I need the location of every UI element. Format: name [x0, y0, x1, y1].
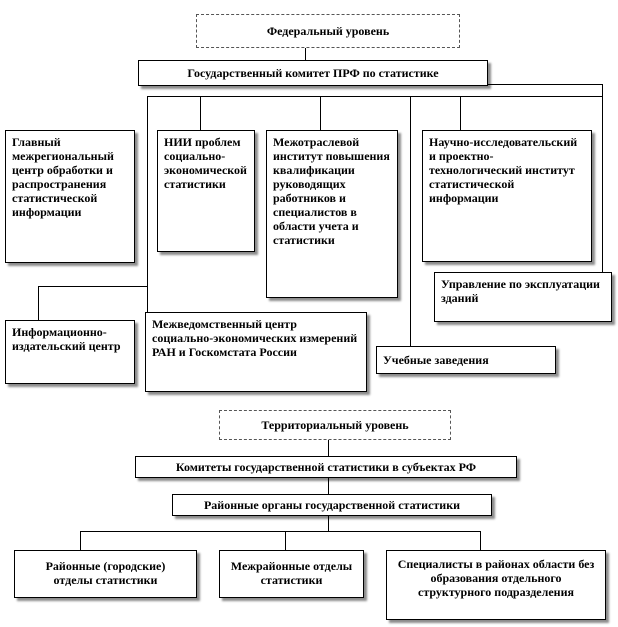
- connector: [328, 477, 329, 494]
- connector: [602, 84, 603, 274]
- connector: [488, 84, 603, 85]
- connector: [80, 531, 81, 550]
- regional-committees-box: Комитеты государственной статистики в су…: [135, 456, 517, 478]
- connector: [328, 516, 329, 531]
- federal-level-title: Федеральный уровень: [196, 14, 460, 48]
- connector: [320, 96, 321, 131]
- connector: [38, 286, 148, 287]
- nii-box: НИИ проблем социально-экономической стат…: [157, 130, 255, 252]
- connector: [460, 96, 461, 131]
- district-bodies-box: Районные органы государственной статисти…: [172, 494, 492, 516]
- connector: [80, 531, 480, 532]
- publishing-center-box: Информационно-издательский центр: [5, 320, 135, 384]
- connector: [480, 531, 481, 550]
- connector: [147, 96, 603, 97]
- main-center-box: Главный межрегиональный центр обработки …: [5, 130, 135, 263]
- territorial-level-title: Территориальный уровень: [219, 410, 451, 440]
- research-institute-box: Научно-исследовательский и проектно-техн…: [422, 130, 592, 262]
- training-institute-box: Межотраслевой институт повышения квалифи…: [266, 130, 398, 298]
- district-departments-box: Районные (городские) отделы статистики: [14, 550, 197, 598]
- interdistrict-departments-box: Межрайонные отделы статистики: [219, 550, 364, 598]
- connector: [147, 286, 148, 322]
- connector: [285, 531, 286, 550]
- connector: [200, 96, 201, 131]
- federal-committee-box: Государственный комитет ПРФ по статистик…: [138, 60, 488, 86]
- connector: [38, 286, 39, 322]
- building-management-box: Управление по эксплуатации зданий: [434, 272, 612, 322]
- connector: [410, 96, 411, 346]
- education-box: Учебные заведения: [376, 346, 556, 374]
- connector: [305, 48, 306, 60]
- interdept-center-box: Межведомственный центр социально-экономи…: [145, 312, 367, 392]
- specialists-box: Специалисты в районах области без образо…: [386, 550, 606, 620]
- connector: [147, 96, 148, 286]
- connector: [328, 440, 329, 456]
